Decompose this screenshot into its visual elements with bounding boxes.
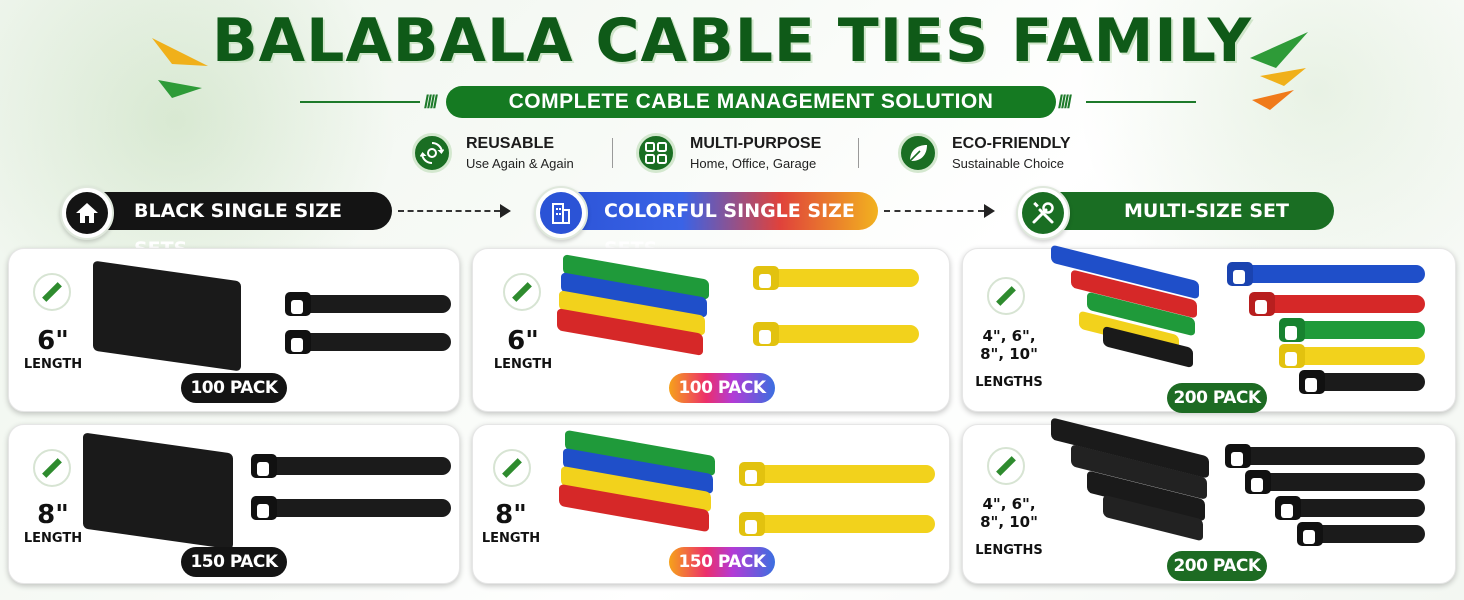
pack-badge: 100 PACK	[669, 373, 775, 403]
paper-plane-icon	[1250, 32, 1308, 110]
size-value: 6"	[37, 326, 69, 356]
feature-subtitle: Use Again & Again	[466, 156, 574, 171]
ruler-icon	[493, 449, 531, 487]
feature-ecofriendly: ECO-FRIENDLY Sustainable Choice	[898, 130, 1071, 176]
size-label: LENGTH	[481, 531, 541, 546]
arrow-right-icon	[984, 204, 995, 218]
feature-divider	[858, 138, 859, 168]
yellow-tie-strap	[753, 322, 919, 346]
black-tie-strap	[285, 330, 451, 354]
ruler-icon	[987, 277, 1025, 315]
size-value: 4", 6",	[982, 327, 1036, 345]
product-card-multisize-color[interactable]: 4", 6", 8", 10" LENGTHS 200 PACK	[962, 244, 1456, 413]
pack-badge: 100 PACK	[181, 373, 287, 403]
yellow-tie-strap	[753, 266, 919, 290]
ruler-icon	[33, 273, 71, 311]
size-value: 8"	[495, 500, 527, 530]
section-icon-badge	[60, 186, 114, 240]
yellow-tie-strap	[739, 512, 935, 536]
size-label: LENGTHS	[975, 543, 1043, 558]
section-header-colorful: COLORFUL SINGLE SIZE SETS	[552, 192, 878, 260]
feature-reusable: REUSABLE Use Again & Again	[412, 130, 574, 176]
ruler-icon	[33, 449, 71, 487]
tie-bundle-image	[93, 260, 241, 372]
house-icon	[66, 192, 108, 234]
pack-badge: 200 PACK	[1167, 383, 1267, 413]
size-value: 4", 6",	[982, 495, 1036, 513]
black-tie-strap	[1245, 470, 1425, 494]
feature-row: REUSABLE Use Again & Again MULTI-PURPOSE…	[0, 130, 1464, 176]
red-tie-strap	[1249, 292, 1425, 316]
ruler-icon	[987, 447, 1025, 485]
feature-divider	[612, 138, 613, 168]
product-card-multisize-black[interactable]: 4", 6", 8", 10" LENGTHS 200 PACK	[962, 417, 1456, 584]
size-label: LENGTH	[23, 531, 83, 546]
size-value: 6"	[507, 326, 539, 356]
black-tie-strap	[1299, 370, 1425, 394]
yellow-tie-strap	[739, 462, 935, 486]
arrow-right-icon	[500, 204, 511, 218]
pack-badge: 150 PACK	[669, 547, 775, 577]
black-tie-strap	[251, 454, 451, 478]
section-header-multisize: MULTI-SIZE SET	[1036, 192, 1334, 230]
feature-subtitle: Sustainable Choice	[952, 156, 1065, 171]
page-title: BALABALA CABLE TIES FAMILY	[211, 6, 1253, 76]
size-value: 8", 10"	[980, 345, 1038, 363]
divider-line	[1086, 101, 1196, 103]
section-headers: BLACK SINGLE SIZE SETS COLORFUL SINGLE S…	[0, 186, 1464, 260]
section-icon-badge	[534, 186, 588, 240]
size-value: 8", 10"	[980, 513, 1038, 531]
tie-bundle-image	[83, 432, 233, 550]
feature-multipurpose: MULTI-PURPOSE Home, Office, Garage	[636, 130, 821, 176]
feature-subtitle: Home, Office, Garage	[690, 156, 817, 171]
size-label: LENGTH	[493, 357, 553, 372]
feature-title: REUSABLE	[466, 135, 555, 152]
feature-title: MULTI-PURPOSE	[690, 135, 822, 152]
size-label: LENGTH	[23, 357, 83, 372]
divider-slashes: ////	[424, 92, 438, 112]
paper-plane-icon	[152, 38, 208, 98]
product-card-colorful-6in[interactable]: 6" LENGTH 100 PACK	[472, 248, 950, 412]
section-icon-badge	[1016, 186, 1070, 240]
divider-line	[300, 101, 420, 103]
yellow-tie-strap	[1279, 344, 1425, 368]
product-card-black-6in[interactable]: 6" LENGTH 100 PACK	[8, 248, 460, 412]
black-tie-strap	[285, 292, 451, 316]
size-value: 8"	[37, 500, 69, 530]
feature-title: ECO-FRIENDLY	[952, 135, 1071, 152]
ruler-icon	[503, 273, 541, 311]
black-tie-strap	[251, 496, 451, 520]
product-card-colorful-8in[interactable]: 8" LENGTH 150 PACK	[472, 424, 950, 584]
grid-icon	[636, 133, 676, 173]
black-tie-strap	[1225, 444, 1425, 468]
leaf-icon	[898, 133, 938, 173]
tools-icon	[1022, 192, 1064, 234]
product-card-black-8in[interactable]: 8" LENGTH 150 PACK	[8, 424, 460, 584]
flow-arrow	[398, 210, 500, 212]
flow-arrow	[884, 210, 984, 212]
pack-badge: 150 PACK	[181, 547, 287, 577]
pack-badge: 200 PACK	[1167, 551, 1267, 581]
black-tie-strap	[1297, 522, 1425, 546]
subtitle-banner: //// COMPLETE CABLE MANAGEMENT SOLUTION …	[0, 86, 1464, 118]
building-icon	[540, 192, 582, 234]
divider-slashes: ////	[1058, 92, 1072, 112]
section-header-black: BLACK SINGLE SIZE SETS	[80, 192, 392, 260]
green-tie-strap	[1279, 318, 1425, 342]
size-label: LENGTHS	[975, 375, 1043, 390]
recycle-icon	[412, 133, 452, 173]
blue-tie-strap	[1227, 262, 1425, 286]
black-tie-strap	[1275, 496, 1425, 520]
subtitle: COMPLETE CABLE MANAGEMENT SOLUTION	[446, 86, 1056, 118]
